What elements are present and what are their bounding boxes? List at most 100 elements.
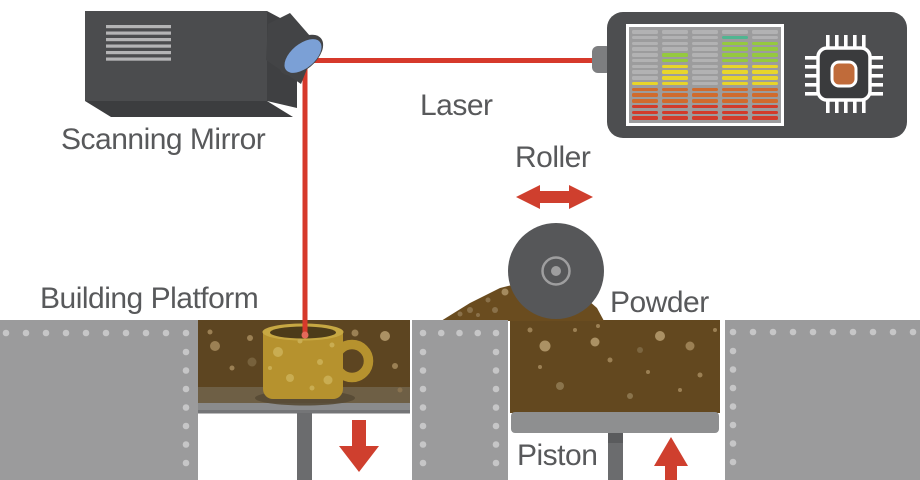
meter-bar bbox=[692, 116, 718, 120]
meter-column bbox=[752, 27, 778, 123]
mug-speckles bbox=[268, 338, 335, 391]
laser-label: Laser bbox=[420, 89, 493, 122]
meter-column bbox=[632, 27, 658, 123]
chip-icon bbox=[805, 35, 883, 113]
meter-bar bbox=[632, 81, 658, 86]
meter-bar bbox=[662, 104, 688, 109]
meter-bar bbox=[722, 64, 748, 69]
building-platform-plate-edge bbox=[198, 410, 410, 414]
meter-bar bbox=[632, 47, 658, 51]
meter-bar bbox=[692, 76, 718, 80]
meter-bar bbox=[662, 93, 688, 97]
meter-bar bbox=[632, 70, 658, 74]
meter-bar bbox=[722, 58, 748, 63]
meter-bar bbox=[722, 93, 748, 97]
meter-bar bbox=[752, 58, 778, 63]
meter-bar bbox=[632, 41, 658, 46]
right-piston-rod bbox=[608, 433, 623, 480]
meter-bar bbox=[632, 116, 658, 120]
powder-chamber bbox=[510, 320, 720, 480]
meter-bar bbox=[752, 110, 778, 115]
scanning-mirror-label: Scanning Mirror bbox=[61, 123, 266, 156]
mirror-box-front bbox=[85, 11, 267, 101]
meter-bar bbox=[632, 104, 658, 109]
meter-bar bbox=[692, 81, 718, 86]
meter-bar bbox=[632, 58, 658, 63]
meter-column bbox=[692, 27, 718, 123]
meter-bar bbox=[662, 76, 688, 80]
meter-bar bbox=[692, 53, 718, 57]
meter-bar bbox=[662, 47, 688, 51]
meter-bar bbox=[662, 99, 688, 103]
meter-bar bbox=[752, 30, 778, 34]
meter-bar bbox=[692, 58, 718, 63]
meter-bar bbox=[752, 70, 778, 74]
meter-bar bbox=[692, 87, 718, 92]
meter-bar bbox=[752, 87, 778, 92]
meter-bar bbox=[632, 93, 658, 97]
meter-bar bbox=[722, 104, 748, 109]
right-bed-speckles bbox=[527, 324, 717, 399]
wall-divider bbox=[412, 320, 508, 480]
roller-icon bbox=[508, 223, 604, 319]
meter-bar bbox=[752, 35, 778, 40]
meter-bar bbox=[722, 81, 748, 86]
laser-power-display bbox=[626, 24, 784, 126]
meter-bar bbox=[752, 41, 778, 46]
meter-bar bbox=[662, 41, 688, 46]
meter-bar bbox=[662, 35, 688, 40]
meter-bar bbox=[632, 76, 658, 80]
meter-bar bbox=[692, 104, 718, 109]
powder-label: Powder bbox=[610, 286, 709, 319]
meter-bar bbox=[662, 53, 688, 57]
right-powder-bed bbox=[510, 320, 720, 413]
mirror-lens bbox=[284, 39, 322, 73]
roller-label: Roller bbox=[515, 141, 591, 174]
meter-bar bbox=[752, 93, 778, 97]
meter-bar bbox=[752, 47, 778, 51]
meter-bar bbox=[692, 64, 718, 69]
meter-bar bbox=[722, 99, 748, 103]
motion-arrows bbox=[339, 185, 688, 480]
mug-body bbox=[263, 331, 343, 399]
laser-spot bbox=[301, 331, 309, 339]
meter-bar bbox=[752, 53, 778, 57]
meter-bar bbox=[662, 81, 688, 86]
meter-bar bbox=[692, 70, 718, 74]
meter-bar bbox=[722, 30, 748, 34]
meter-column bbox=[722, 27, 748, 123]
meter-bar bbox=[752, 64, 778, 69]
meter-bar bbox=[752, 104, 778, 109]
meter-bar bbox=[692, 35, 718, 40]
meter-bar bbox=[722, 87, 748, 92]
meter-bar bbox=[632, 53, 658, 57]
meter-bar bbox=[722, 35, 748, 40]
meter-bar bbox=[662, 110, 688, 115]
building-platform-plate bbox=[198, 403, 410, 412]
right-piston-rod-cap bbox=[608, 433, 623, 443]
piston-plate bbox=[511, 412, 719, 433]
meter-bar bbox=[752, 81, 778, 86]
meter-bar bbox=[692, 41, 718, 46]
meter-bar bbox=[662, 58, 688, 63]
meter-bar bbox=[632, 35, 658, 40]
meter-bar bbox=[662, 64, 688, 69]
meter-bar bbox=[662, 116, 688, 120]
meter-bar bbox=[692, 47, 718, 51]
wall-right bbox=[725, 320, 920, 480]
meter-bar bbox=[722, 110, 748, 115]
scanning-mirror-icon bbox=[85, 11, 324, 117]
building-platform-label: Building Platform bbox=[40, 282, 259, 315]
machine-walls bbox=[0, 320, 920, 480]
meter-bar bbox=[632, 99, 658, 103]
rivets bbox=[2, 328, 917, 467]
meter-bar bbox=[662, 87, 688, 92]
meter-bar bbox=[722, 70, 748, 74]
platform-down-arrow bbox=[339, 420, 379, 472]
mirror-box-bottom bbox=[85, 101, 293, 117]
meter-bar bbox=[752, 99, 778, 103]
meter-bar bbox=[632, 110, 658, 115]
meter-bar bbox=[722, 116, 748, 120]
meter-column bbox=[662, 27, 688, 123]
